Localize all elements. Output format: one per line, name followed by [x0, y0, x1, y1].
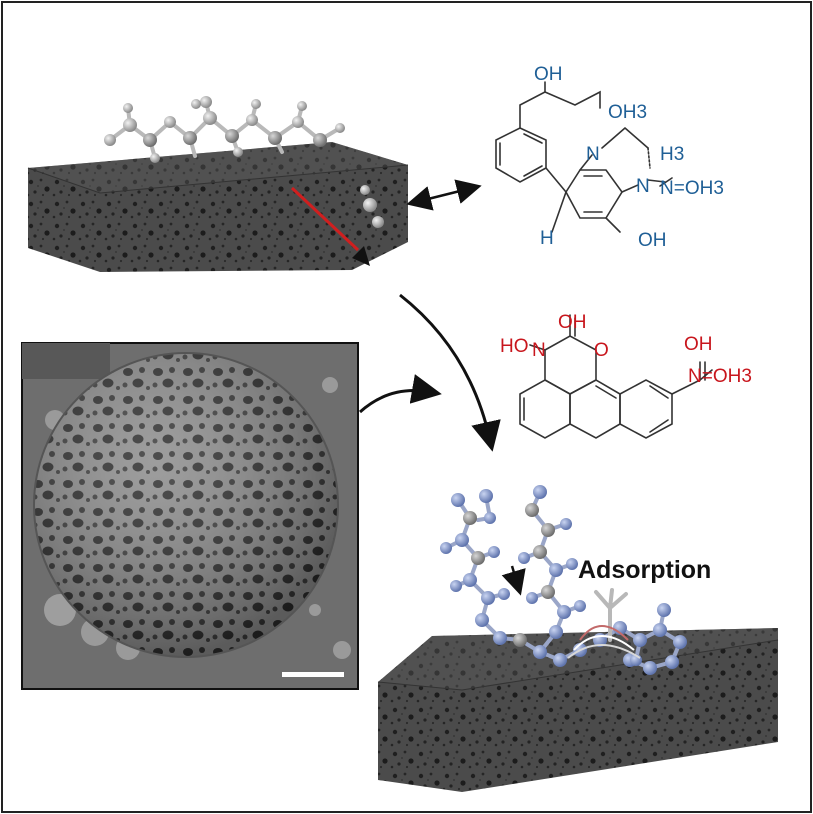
mol-bottom-label-ho: HO	[500, 336, 529, 357]
small-arrow-icon	[501, 565, 526, 596]
scale-bar-icon	[282, 672, 344, 677]
mol-bottom-label-oh-right: OH	[684, 334, 713, 355]
sem-to-molecule-arrow-icon	[358, 374, 442, 414]
curved-arrow-down-icon	[399, 293, 501, 452]
top-porous-block	[27, 142, 409, 272]
mol-top-label-noh3: N=OH3	[660, 178, 724, 199]
mol-top-label-oh-bottom: OH	[638, 230, 667, 251]
molecule-top-structure: OH OH3 N H3 N N=OH3 H OH	[495, 64, 724, 251]
mol-top-label-h-left: H	[540, 228, 554, 249]
mol-top-label-oh3: OH3	[608, 102, 647, 123]
mol-top-label-n-right: N	[636, 176, 650, 197]
mol-bottom-label-noh3: N=OH3	[688, 366, 752, 387]
mol-bottom-label-oh-top: OH	[558, 312, 587, 333]
mol-top-label-oh-top: OH	[534, 64, 563, 85]
mol-bottom-label-o: O	[594, 340, 609, 361]
double-arrow-icon	[406, 179, 482, 211]
molecule-bottom-structure: OH HO N O OH N=OH3	[500, 312, 752, 439]
adsorbed-molecules	[440, 485, 687, 675]
mol-bottom-label-n: N	[532, 340, 546, 361]
sem-image-panel	[21, 342, 359, 690]
red-penetration-arrow	[290, 186, 370, 266]
surface-molecules-top	[104, 96, 384, 228]
mol-top-label-h3: H3	[660, 144, 684, 165]
adsorption-label: Adsorption	[578, 556, 711, 584]
mol-top-label-n-left: N	[586, 144, 600, 165]
